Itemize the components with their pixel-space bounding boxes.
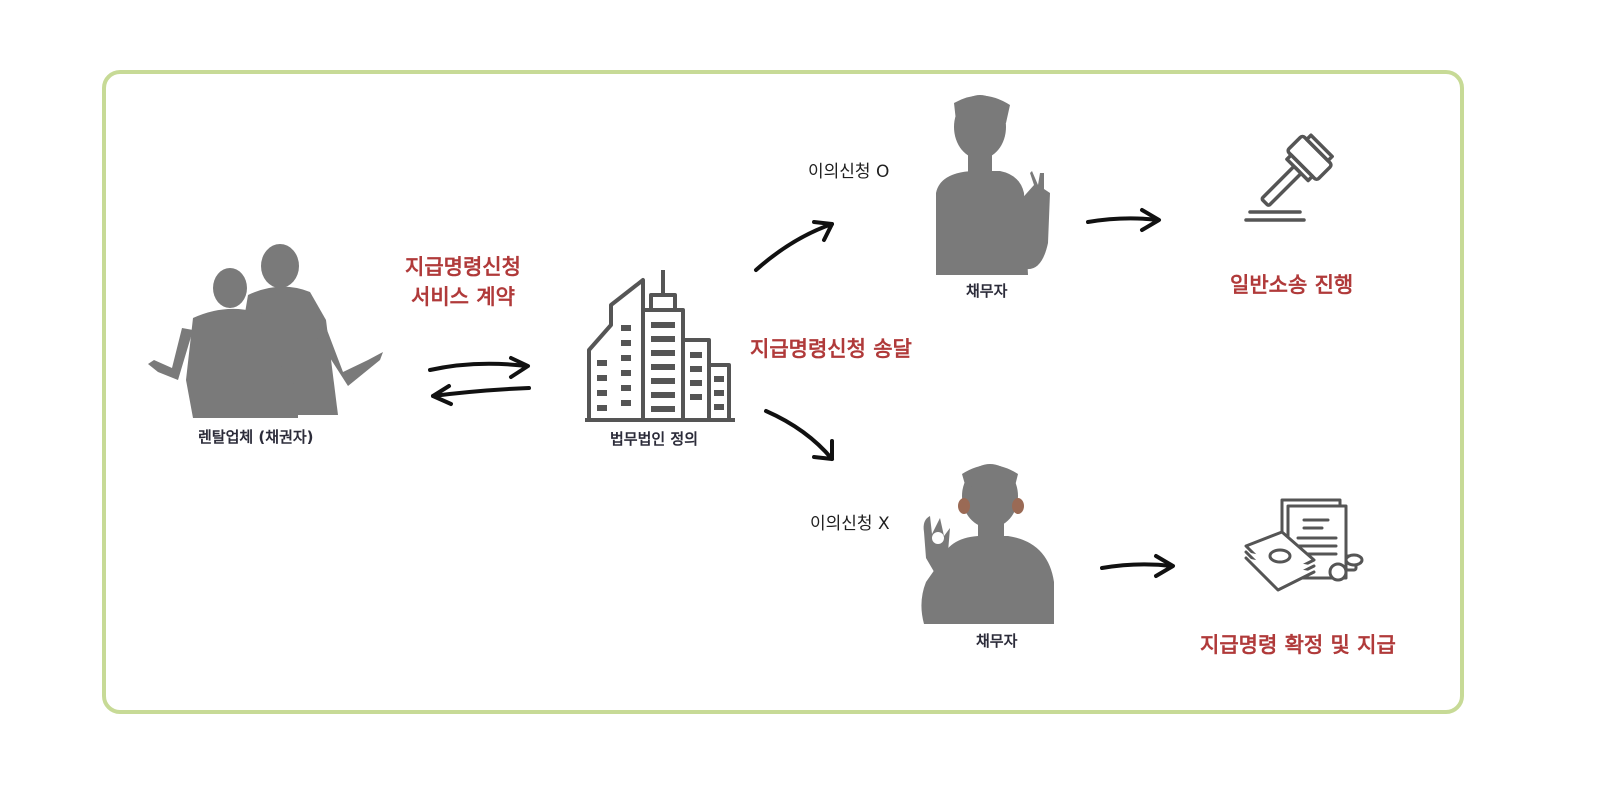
law-firm-label: 법무법인 정의 xyxy=(610,428,698,449)
arrow-to-lawsuit-icon xyxy=(1084,206,1164,236)
bidirectional-arrows-icon xyxy=(425,350,535,410)
contract-label: 지급명령신청 서비스 계약 xyxy=(388,252,538,312)
contract-label-line1: 지급명령신청 xyxy=(388,252,538,282)
objection-no-label: 이의신청 X xyxy=(810,509,890,534)
person-ok-gesture-icon xyxy=(918,462,1058,624)
office-building-icon xyxy=(585,270,735,420)
gavel-icon xyxy=(1244,132,1344,224)
lawsuit-label: 일반소송 진행 xyxy=(1230,270,1353,300)
confirmed-label: 지급명령 확정 및 지급 xyxy=(1200,630,1396,660)
two-people-shrugging-icon xyxy=(138,240,388,420)
arrow-up-branch-icon xyxy=(752,218,842,278)
debtor-top-label: 채무자 xyxy=(966,280,1007,301)
creditor-label: 렌탈업체 (채권자) xyxy=(198,426,314,447)
contract-label-line2: 서비스 계약 xyxy=(388,282,538,312)
debtor-bottom-label: 채무자 xyxy=(976,630,1017,651)
arrow-down-branch-icon xyxy=(762,405,852,465)
arrow-to-confirmed-icon xyxy=(1098,552,1178,582)
delivery-label: 지급명령신청 송달 xyxy=(750,334,912,364)
person-raising-hand-icon xyxy=(932,93,1057,275)
money-document-stamp-icon xyxy=(1242,498,1368,594)
objection-yes-label: 이의신청 O xyxy=(808,157,889,182)
